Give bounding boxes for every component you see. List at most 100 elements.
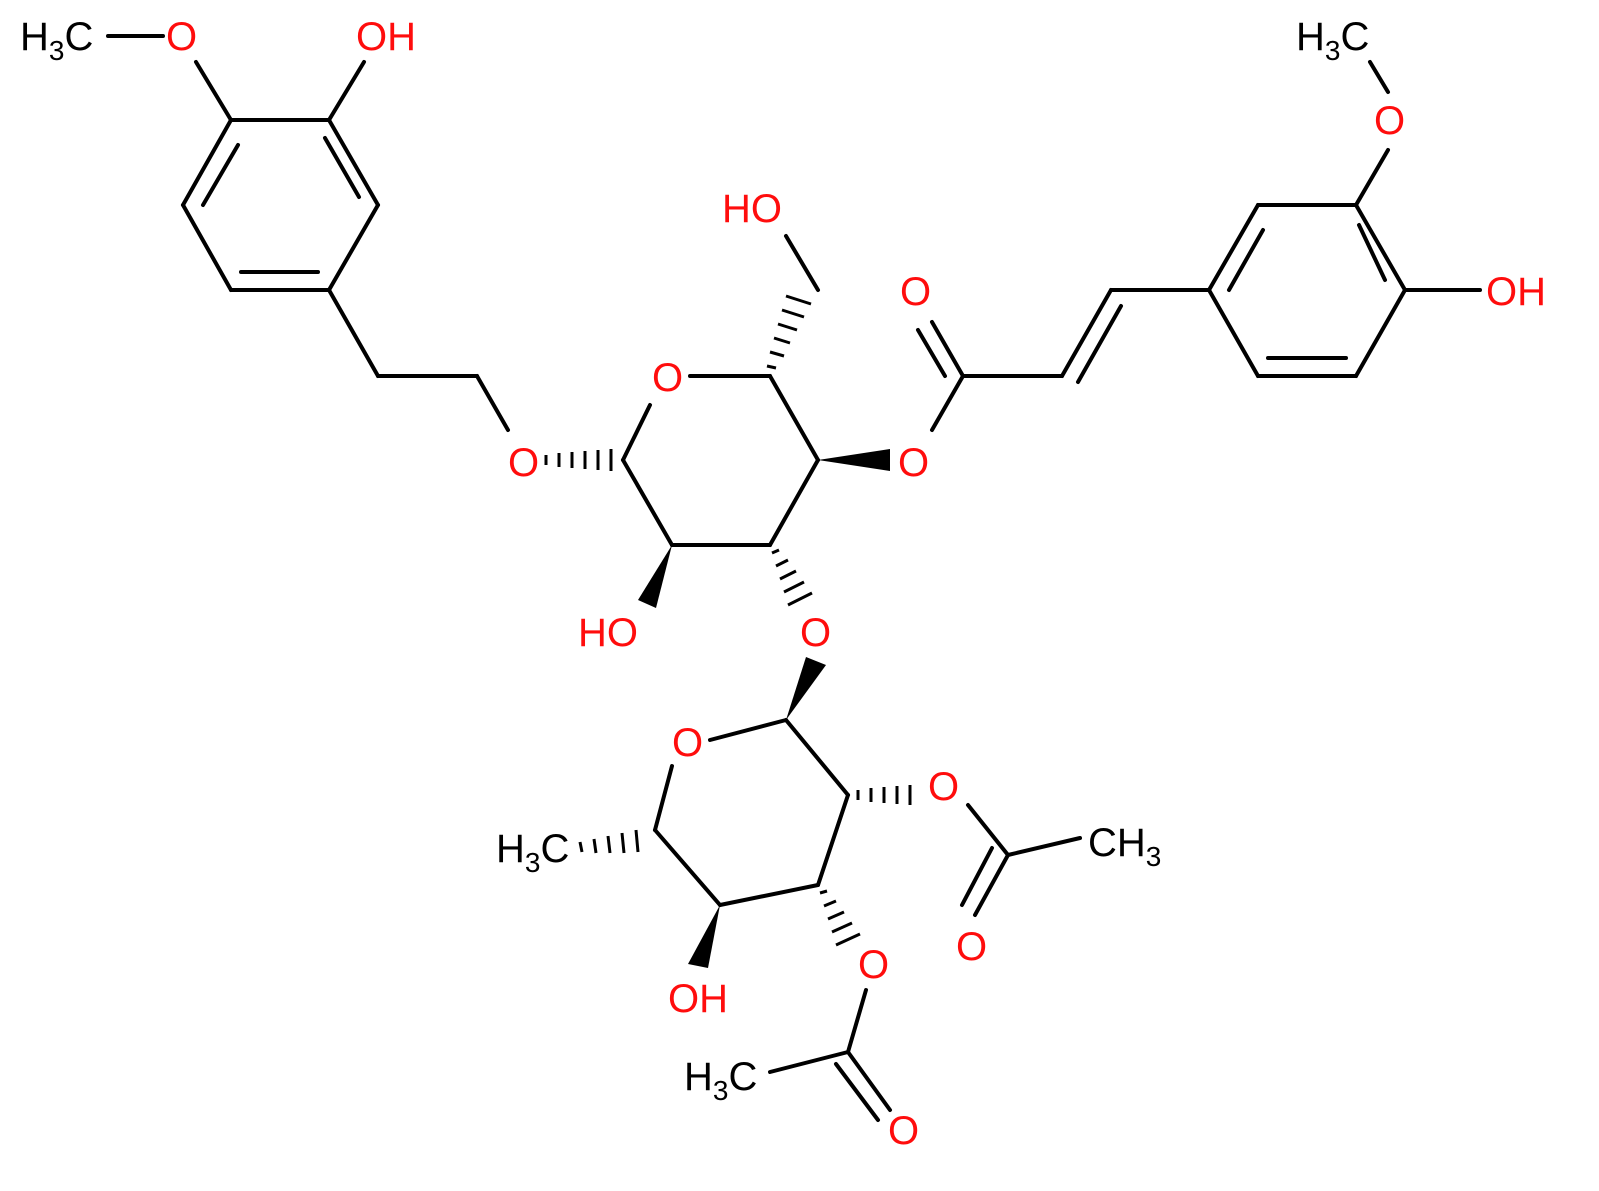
wedge-bond: [638, 545, 672, 608]
wedge-bond: [688, 905, 720, 968]
bond: [784, 234, 820, 292]
hash-line: [835, 932, 861, 947]
wedge-bond: [818, 449, 890, 471]
oxygen-label: O: [956, 925, 987, 969]
hash-line: [771, 548, 780, 555]
bond: [1354, 288, 1407, 378]
bond: [327, 288, 380, 378]
label-part: C: [1340, 15, 1369, 59]
bond: [834, 1062, 880, 1122]
oxygen-label: O: [898, 441, 929, 485]
bond: [718, 883, 820, 907]
label-part: 3: [713, 1075, 729, 1106]
methyl-label: H3C: [1296, 15, 1369, 66]
bond: [768, 458, 820, 547]
bond: [327, 203, 380, 292]
bond: [784, 718, 850, 797]
label-part: C: [64, 15, 93, 59]
bond: [653, 828, 722, 907]
bond-inner: [1357, 223, 1387, 282]
hash-line: [606, 835, 612, 854]
oxygen-label: O: [672, 721, 703, 765]
oxygen-label: O: [888, 1109, 919, 1153]
hash-line: [819, 889, 828, 895]
bond: [846, 988, 868, 1054]
bond: [194, 60, 233, 122]
hash-line: [766, 364, 777, 370]
label-part: CH: [1088, 821, 1146, 865]
bond: [327, 118, 380, 207]
bond: [181, 203, 233, 292]
bond: [930, 320, 965, 378]
hash-line: [787, 591, 813, 607]
right-aromatic-ring: [1207, 203, 1407, 378]
hash-line: [578, 841, 584, 853]
hash-line: [783, 580, 805, 594]
bond: [916, 328, 947, 378]
bond: [973, 853, 1010, 917]
bond: [1060, 288, 1113, 378]
methyl-label: H3C: [684, 1055, 757, 1106]
bond: [960, 846, 994, 907]
label-part: 3: [49, 35, 65, 66]
hash-line: [779, 569, 797, 581]
bond: [1076, 304, 1123, 384]
hash-line: [823, 899, 837, 908]
bond: [708, 718, 788, 742]
methyl-label: H3C: [496, 827, 569, 878]
hydroxyl-label: HO: [722, 187, 782, 231]
hydroxyl-label: OH: [1486, 270, 1546, 314]
bond-inner: [201, 143, 240, 207]
oxygen-label: O: [652, 356, 683, 400]
wedge-bond: [786, 657, 826, 720]
bond: [1354, 203, 1407, 292]
hashed-bond: [819, 889, 861, 947]
hydroxyl-label: OH: [668, 977, 728, 1021]
methyl-label: CH3: [1088, 821, 1161, 872]
label-part: H: [1296, 15, 1325, 59]
hash-line: [634, 829, 640, 853]
bond: [1368, 60, 1390, 94]
oxygen-label: O: [800, 611, 831, 655]
hash-line: [620, 832, 626, 854]
bond: [181, 118, 233, 207]
oxygen-label: O: [1374, 99, 1405, 143]
label-part: 3: [1146, 841, 1162, 872]
bond: [1207, 288, 1260, 378]
hash-line: [785, 294, 812, 306]
bond: [1354, 148, 1390, 207]
hashed-bond: [578, 829, 640, 854]
oxygen-label: O: [166, 15, 197, 59]
hashed-bond: [766, 294, 812, 370]
label-part: 3: [1325, 35, 1341, 66]
hash-line: [773, 336, 791, 345]
hashed-bond: [771, 548, 813, 607]
bond: [846, 1050, 892, 1112]
bond: [621, 458, 674, 547]
label-part: 3: [525, 847, 541, 878]
label-part: C: [728, 1055, 757, 1099]
bond: [768, 1050, 850, 1074]
hash-line: [592, 838, 598, 854]
bond: [1006, 836, 1082, 857]
oxygen-label: O: [508, 441, 539, 485]
bond: [475, 374, 510, 432]
bond: [816, 793, 850, 887]
hashed-bond: [544, 449, 613, 471]
label-part: H: [684, 1055, 713, 1099]
bond: [653, 764, 674, 832]
hash-line: [781, 308, 805, 319]
bond-inner: [323, 136, 361, 199]
label-part: C: [540, 827, 569, 871]
bond: [327, 60, 366, 122]
bond: [1207, 203, 1260, 292]
oxygen-label: O: [928, 765, 959, 809]
bond: [930, 374, 965, 432]
bond: [621, 403, 652, 462]
label-part: H: [20, 15, 49, 59]
hashed-bond: [856, 785, 912, 805]
label-part: H: [496, 827, 525, 871]
hash-line: [831, 921, 853, 934]
hash-line: [827, 910, 845, 921]
hash-line: [777, 322, 798, 332]
